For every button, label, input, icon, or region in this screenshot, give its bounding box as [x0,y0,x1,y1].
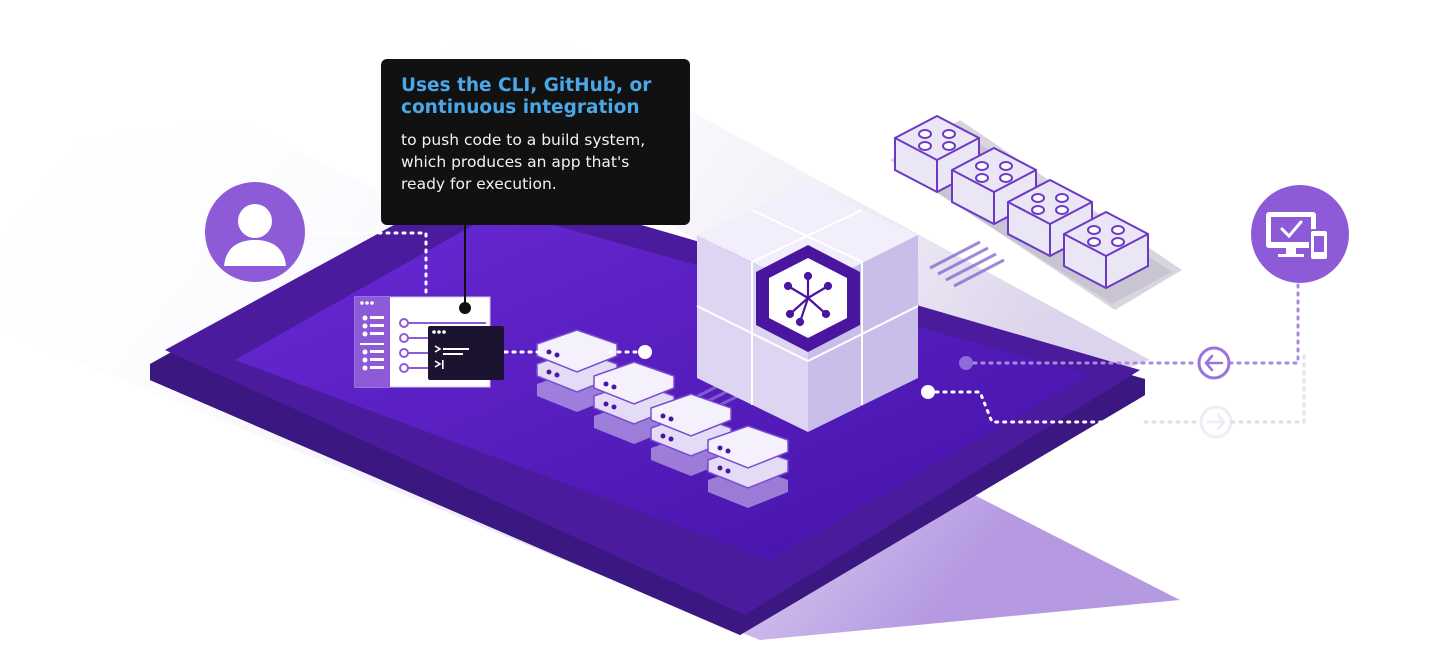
connector-nodes [638,345,973,399]
monitor-check-icon [1251,185,1349,283]
callout-body: to push code to a build system, which pr… [401,131,646,193]
network-hub-icon [783,271,833,327]
user-avatar-icon [205,182,305,282]
connector-lines [313,231,1306,424]
callout-title: Uses the CLI, GitHub, or continuous inte… [401,75,652,118]
callout-pointer [459,222,471,314]
arrow-left-icon [1197,346,1231,380]
terminal-icon [428,326,504,380]
code-editor-icon [354,296,491,388]
dyno-containers [894,114,1149,290]
dyno-container-icon [1063,210,1149,290]
server-stack-icon [707,425,789,508]
server-stacks [536,329,789,508]
callout-box: Uses the CLI, GitHub, or continuous inte… [381,59,690,225]
arrow-right-icon [1199,405,1233,439]
